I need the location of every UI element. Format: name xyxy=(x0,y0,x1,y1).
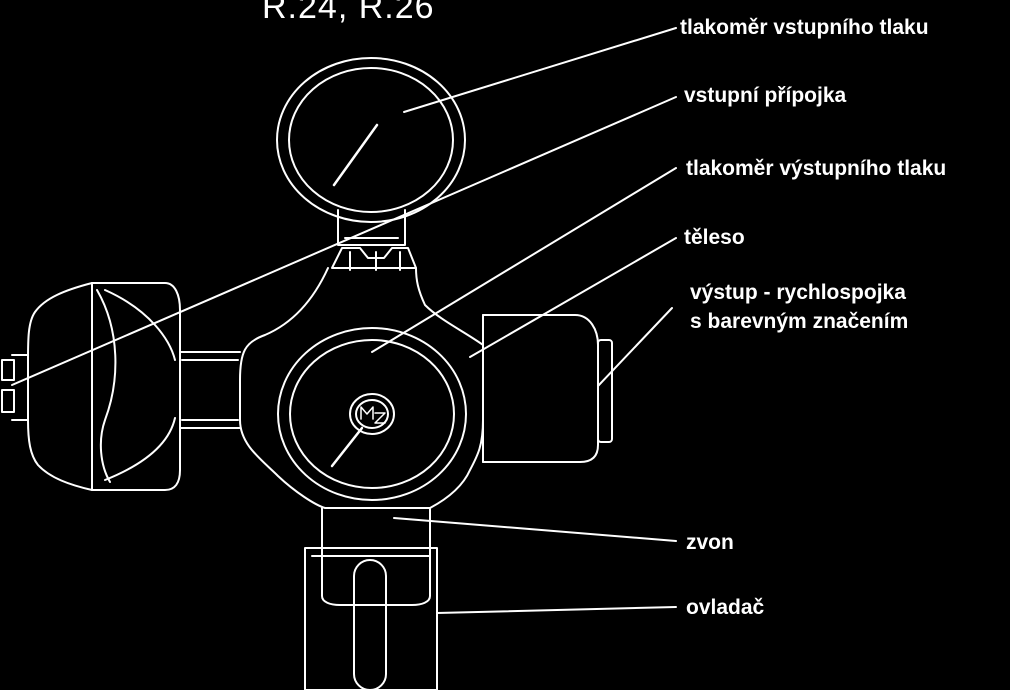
inlet-connection-assembly xyxy=(1,282,241,491)
mz-logo xyxy=(360,406,386,424)
inlet-pressure-gauge xyxy=(276,57,466,246)
outlet-quick-coupling xyxy=(482,314,613,463)
top-hex-nut xyxy=(331,247,417,271)
leader-lines xyxy=(11,27,677,614)
outlet-pressure-gauge xyxy=(277,327,467,501)
label-outlet-line2: s barevným značením xyxy=(690,310,909,333)
regulator-body xyxy=(239,267,484,551)
label-outlet-line1: výstup - rychlospojka xyxy=(690,281,906,304)
label-control-knob: ovladač xyxy=(686,596,765,619)
label-inlet-connection: vstupní přípojka xyxy=(684,84,847,107)
label-body: těleso xyxy=(684,226,745,249)
label-bell: zvon xyxy=(686,531,734,554)
label-inlet-gauge: tlakoměr vstupního tlaku xyxy=(680,16,929,39)
label-outlet-gauge: tlakoměr výstupního tlaku xyxy=(686,157,947,180)
bell-and-control-knob xyxy=(304,547,438,690)
diagram-title: R.24, R.26 xyxy=(262,0,435,26)
